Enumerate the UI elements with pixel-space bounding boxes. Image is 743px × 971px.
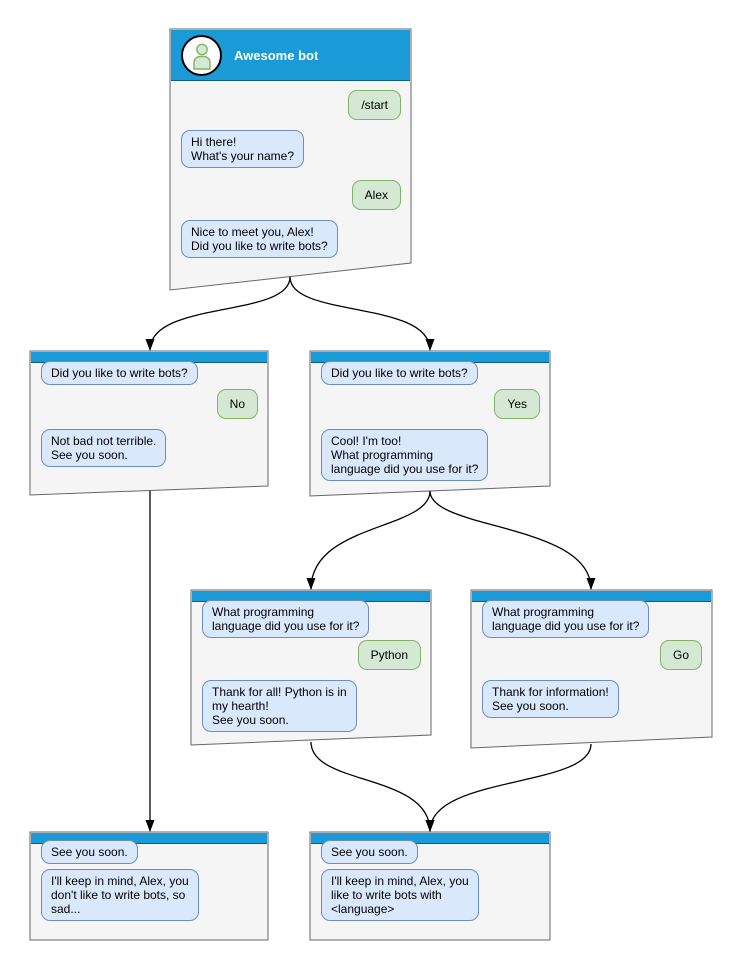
chat-node-strip [31, 833, 267, 844]
bot-message-bubble: What programming language did you use fo… [202, 600, 370, 638]
edge-branch-yes-to-branch-go [429, 490, 596, 590]
chat-node-end-no: See you soon. I'll keep in mind, Alex, y… [30, 832, 268, 940]
chat-node-branch-go: What programming language did you use fo… [471, 590, 712, 748]
bot-message-bubble: Did you like to write bots? [321, 361, 478, 385]
person-icon [192, 43, 211, 70]
edge-start-to-branch-yes [289, 276, 435, 351]
bot-message-bubble: Thank for all! Python is in my hearth! S… [202, 680, 357, 732]
bot-message-bubble: Hi there! What's your name? [181, 130, 305, 168]
chat-title: Awesome bot [234, 47, 319, 63]
bot-message-bubble: See you soon. [41, 840, 138, 864]
bot-message-bubble: Cool! I'm too! What programming language… [321, 429, 489, 481]
chat-node-end-yes: See you soon. I'll keep in mind, Alex, y… [310, 832, 550, 940]
bot-message-bubble: Thank for information! See you soon. [482, 680, 619, 718]
edge-start-to-branch-no [145, 276, 291, 351]
chat-header: Awesome bot [171, 30, 410, 81]
bot-message-bubble: Nice to meet you, Alex! Did you like to … [181, 220, 338, 258]
user-message-bubble: /start [348, 90, 401, 120]
chat-node-start: Awesome bot /start Hi there! What's your… [170, 29, 411, 290]
bot-message-bubble: I'll keep in mind, Alex, you like to wri… [321, 869, 479, 921]
user-message-bubble: Alex [351, 180, 401, 210]
user-message-bubble: No [216, 389, 258, 419]
chat-node-branch-python: What programming language did you use fo… [191, 590, 431, 745]
edge-branch-yes-to-branch-python [306, 490, 431, 590]
bot-message-bubble: Did you like to write bots? [41, 361, 198, 385]
chat-node-strip [311, 833, 549, 844]
bot-message-bubble: Not bad not terrible. See you soon. [41, 429, 167, 467]
user-message-bubble: Yes [494, 389, 540, 419]
chat-node-branch-yes: Did you like to write bots? Yes Cool! I'… [310, 351, 550, 496]
edge-branch-python-to-end-yes [310, 741, 435, 832]
bot-avatar [181, 35, 222, 76]
user-message-bubble: Python [357, 640, 421, 670]
bot-message-bubble: See you soon. [321, 840, 418, 864]
bot-message-bubble: I'll keep in mind, Alex, you don't like … [41, 869, 199, 921]
user-message-bubble: Go [659, 640, 702, 670]
chat-node-branch-no: Did you like to write bots? No Not bad n… [30, 351, 268, 495]
bot-message-bubble: What programming language did you use fo… [482, 600, 650, 638]
edge-branch-go-to-end-yes [425, 743, 592, 832]
